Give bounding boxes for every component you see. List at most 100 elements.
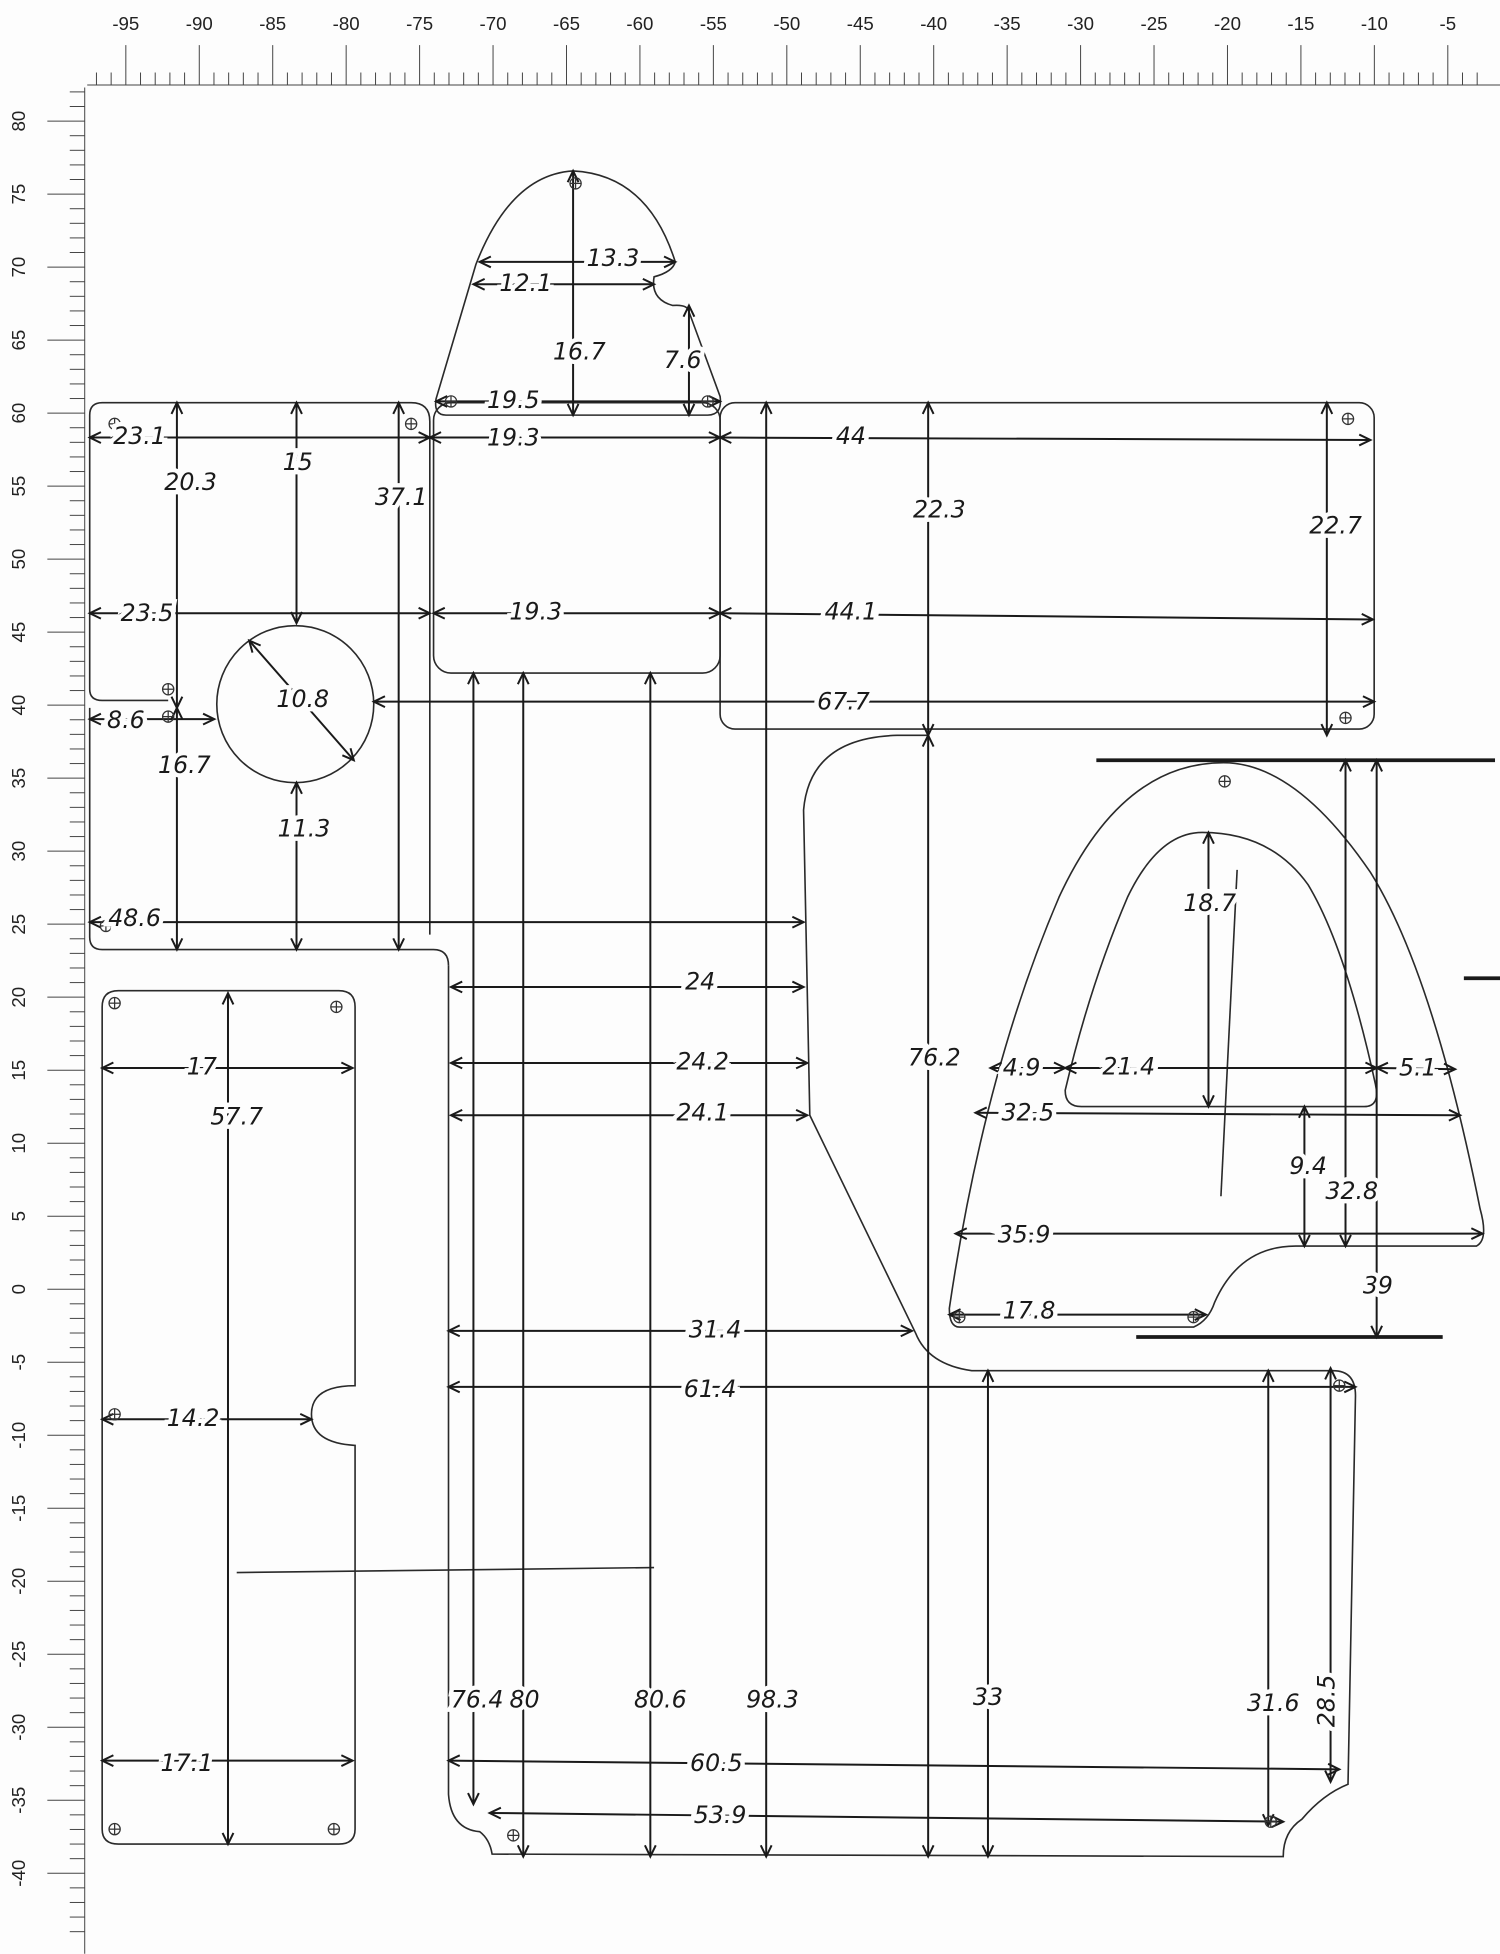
dim-label: 80.6 — [634, 1685, 687, 1713]
arrowhead-icon — [791, 980, 806, 994]
arrowhead-icon — [516, 670, 530, 685]
ruler-label-x: -10 — [1361, 13, 1388, 34]
arrowhead-icon — [1261, 1368, 1275, 1383]
screw-hole-icon — [108, 1822, 121, 1836]
ruler-label-y: -35 — [8, 1787, 29, 1814]
dim-label: 12.1 — [499, 269, 552, 297]
dim-label: 28.5 — [1313, 1674, 1341, 1727]
ruler-label-x: -60 — [626, 13, 653, 34]
dim-label: 21.4 — [1102, 1052, 1155, 1080]
arrowhead-icon — [477, 255, 492, 269]
arrowhead-icon — [290, 780, 303, 795]
arrowhead-icon — [392, 400, 405, 415]
screw-hole-icon — [569, 177, 582, 190]
arrowhead-icon — [87, 431, 102, 444]
screw-hole-icon — [161, 682, 175, 696]
screw-hole-icon — [953, 1310, 966, 1324]
arrowhead-icon — [1470, 1227, 1485, 1240]
ruler-label-y: 60 — [8, 403, 29, 424]
left-ruler: 80757065605550454035302520151050-5-10-15… — [8, 87, 86, 1954]
screw-hole-icon — [108, 996, 121, 1010]
ruler-label-y: 45 — [8, 622, 29, 643]
dim-label: 23.1 — [113, 422, 166, 450]
arrowhead-icon — [1448, 1108, 1463, 1122]
ruler-label-y: 55 — [8, 476, 29, 497]
arrowhead-icon — [1370, 757, 1383, 772]
ruler-label-y: -5 — [8, 1354, 29, 1371]
arrowhead-icon — [247, 638, 262, 653]
ruler-label-x: -65 — [553, 13, 580, 34]
dim-label: 48.6 — [108, 904, 161, 932]
dim-label: 24 — [685, 968, 715, 996]
screw-hole-icon — [1339, 711, 1352, 725]
ruler-label-x: -70 — [480, 13, 507, 34]
arrowhead-icon — [1320, 723, 1334, 738]
dim-label: 44.1 — [825, 598, 878, 626]
arrowhead-icon — [431, 606, 446, 620]
ruler-label-y: 30 — [8, 841, 29, 862]
ruler-label-y: 50 — [8, 549, 29, 570]
dim-label: 20.3 — [164, 468, 217, 496]
dim-label: 98.3 — [746, 1685, 799, 1713]
dim-label: 5.1 — [1399, 1054, 1437, 1082]
ruler-label-y: -15 — [8, 1495, 29, 1522]
arrowhead-icon — [290, 937, 303, 952]
dim-label: 14.2 — [167, 1404, 220, 1432]
arrowhead-icon — [566, 403, 580, 418]
ruler-label-x: -25 — [1141, 13, 1168, 34]
dim-label: 22.3 — [913, 496, 966, 524]
arrowhead-icon — [1298, 1234, 1311, 1249]
ruler-label-y: 40 — [8, 695, 29, 716]
ruler-label-y: 70 — [8, 257, 29, 278]
dimension-lines — [87, 168, 1485, 1859]
arrowhead-icon — [921, 400, 935, 415]
arrowhead-icon — [759, 400, 773, 415]
arrowhead-icon — [1324, 1365, 1337, 1380]
arrowhead-icon — [221, 1832, 235, 1847]
ruler-label-y: -25 — [8, 1641, 29, 1668]
arrowhead-icon — [290, 611, 303, 626]
ruler-label-x: -85 — [259, 13, 286, 34]
screw-hole-icon — [99, 919, 113, 933]
ruler-label-y: 35 — [8, 768, 29, 789]
ruler-label-x: -5 — [1439, 13, 1456, 34]
arrowhead-icon — [87, 712, 102, 726]
arrowhead-icon — [642, 277, 657, 291]
right-block-outline — [719, 401, 1375, 730]
screw-hole-icon — [108, 417, 121, 431]
dim-label: 4.9 — [1003, 1054, 1041, 1082]
screw-hole-icon — [1341, 412, 1355, 426]
screw-hole-icon — [507, 1829, 520, 1842]
arrowhead-icon — [471, 277, 486, 291]
arrowhead-icon — [299, 1412, 314, 1426]
dim-label: 19.3 — [487, 423, 540, 451]
ruler-label-y: 25 — [8, 914, 29, 935]
ruler-label-x: -80 — [333, 13, 360, 34]
dim-label: 13.3 — [587, 244, 640, 272]
arrowhead-icon — [467, 1792, 480, 1807]
screw-hole-icon — [1187, 1310, 1200, 1324]
arrowhead-icon — [99, 1754, 114, 1767]
arrowhead-icon — [921, 733, 935, 747]
arrowhead-icon — [1370, 1325, 1383, 1340]
arrowhead-icon — [290, 400, 303, 415]
arrowhead-icon — [467, 670, 480, 685]
ruler-label-x: -35 — [994, 13, 1021, 34]
stray-line — [1220, 869, 1238, 1197]
dim-label: 33 — [973, 1683, 1003, 1711]
arrowhead-icon — [1202, 1094, 1215, 1109]
screw-hole-icon — [404, 417, 418, 431]
arrowhead-icon — [981, 1844, 995, 1859]
arrowhead-icon — [988, 1061, 1003, 1075]
arrowhead-icon — [448, 1108, 463, 1122]
dim-label: 31.4 — [689, 1315, 742, 1343]
arrowhead-icon — [900, 1324, 915, 1338]
arrowhead-icon — [221, 990, 235, 1005]
arrowhead-icon — [1339, 1234, 1352, 1249]
ruler-label-x: -40 — [920, 13, 947, 34]
dim-label: 53.9 — [694, 1801, 747, 1829]
dim-label: 35.9 — [998, 1221, 1051, 1249]
arrowhead-icon — [340, 1754, 355, 1767]
main-piece-outline — [447, 734, 1357, 1858]
